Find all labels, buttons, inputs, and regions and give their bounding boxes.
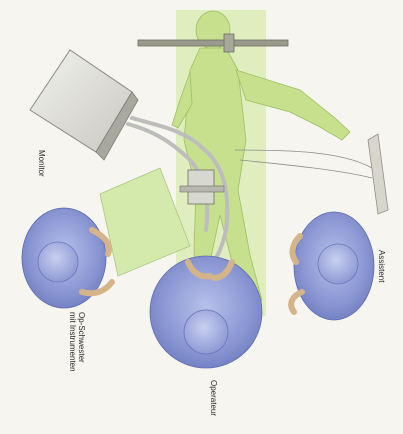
label-nurse: Op-Schwester mit Instrumenten	[68, 312, 86, 372]
surgeon-icon	[22, 208, 112, 308]
label-nurse-line2: mit Instrumenten	[68, 312, 77, 372]
label-assistant: Assistent	[377, 250, 386, 282]
label-operator: Operateur	[209, 380, 218, 416]
surgeon-icon	[291, 212, 374, 320]
monitor-icon	[30, 50, 138, 160]
label-monitor: Monitor	[37, 150, 46, 177]
surgeon-icon	[150, 256, 262, 368]
instrument-stand-right	[368, 134, 388, 214]
label-nurse-line1: Op-Schwester	[77, 312, 86, 372]
